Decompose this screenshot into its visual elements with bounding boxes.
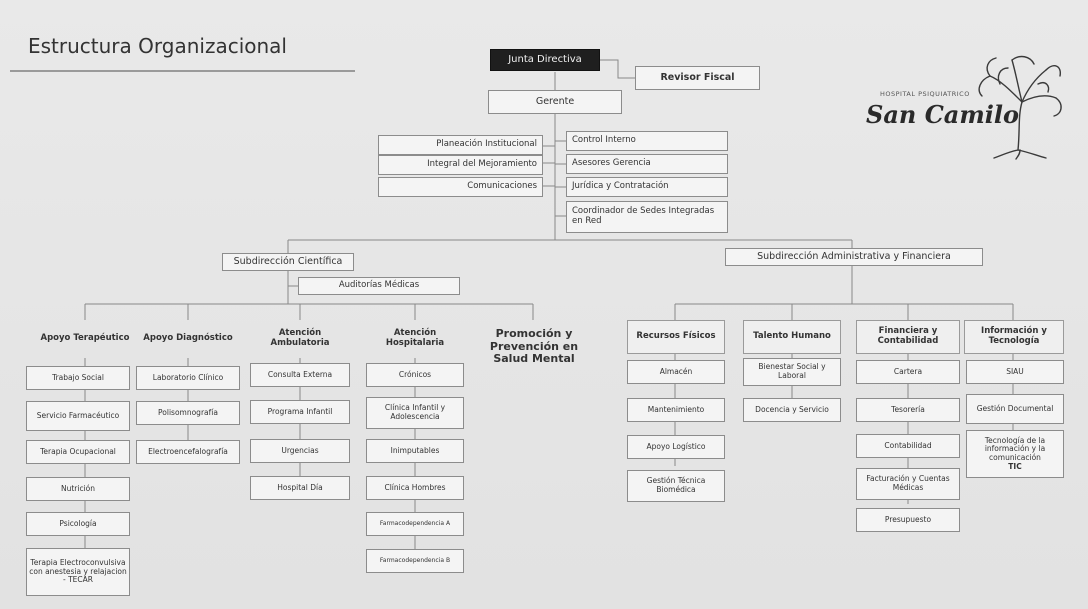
title-underline [10,70,355,72]
item-terapia-ocupacional: Terapia Ocupacional [26,440,130,464]
item-laboratorio-clinico: Laboratorio Clínico [136,366,240,390]
item-nutricion: Nutrición [26,477,130,501]
staff-planeacion-box: Planeación Institucional [378,135,543,155]
item-polisomnografia: Polisomnografía [136,401,240,425]
item-trabajo-social: Trabajo Social [26,366,130,390]
item-bienestar-social: Bienestar Social y Laboral [743,358,841,386]
item-consulta-externa: Consulta Externa [250,363,350,387]
gerente-box: Gerente [488,90,622,114]
informacion-tecnologia-header: Información y Tecnología [964,320,1064,354]
atencion-hospitalaria-header: Atención Hospitalaria [385,328,445,348]
financiera-contabilidad-header: Financiera y Contabilidad [856,320,960,354]
item-clinica-hombres: Clínica Hombres [366,476,464,500]
item-tic: Tecnología de la información y la comuni… [966,430,1064,478]
revisor-fiscal-box: Revisor Fiscal [635,66,760,90]
apoyo-terapeutico-header: Apoyo Terapéutico [40,333,130,344]
item-cartera: Cartera [856,360,960,384]
item-gestion-documental: Gestión Documental [966,394,1064,424]
item-facturacion: Facturación y Cuentas Médicas [856,468,960,500]
item-mantenimiento: Mantenimiento [627,398,725,422]
staff-coordinador-box: Coordinador de Sedes Integradas en Red [566,201,728,233]
item-tesoreria: Tesorería [856,398,960,422]
tree-icon [978,55,1062,160]
item-programa-infantil: Programa Infantil [250,400,350,424]
junta-directiva-box: Junta Directiva [490,49,600,71]
page-title: Estructura Organizacional [28,34,287,58]
item-servicio-farmaceutico: Servicio Farmacéutico [26,401,130,431]
logo-subtitle: HOSPITAL PSIQUIATRICO [880,90,970,98]
staff-juridica-box: Jurídica y Contratación [566,177,728,197]
item-tecar: Terapia Electroconvulsiva con anestesia … [26,548,130,596]
staff-control-interno-box: Control Interno [566,131,728,151]
item-hospital-dia: Hospital Día [250,476,350,500]
item-apoyo-logistico: Apoyo Logístico [627,435,725,459]
item-tic-abbrev: TIC [1008,461,1022,471]
item-clinica-infantil: Clínica Infantil y Adolescencia [366,397,464,429]
item-almacen: Almacén [627,360,725,384]
item-psicologia: Psicología [26,512,130,536]
item-tic-text: Tecnología de la información y la comuni… [984,435,1046,462]
item-inimputables: Inimputables [366,439,464,463]
item-presupuesto: Presupuesto [856,508,960,532]
item-docencia-servicio: Docencia y Servicio [743,398,841,422]
item-contabilidad: Contabilidad [856,434,960,458]
auditorias-medicas-box: Auditorías Médicas [298,277,460,295]
item-urgencias: Urgencias [250,439,350,463]
staff-integral-box: Integral del Mejoramiento [378,155,543,175]
subdireccion-cientifica-box: Subdirección Científica [222,253,354,271]
promocion-prevencion-header: Promoción y Prevención en Salud Mental [489,327,579,366]
apoyo-diagnostico-header: Apoyo Diagnóstico [143,333,233,344]
item-cronicos: Crónicos [366,363,464,387]
item-siau: SIAU [966,360,1064,384]
recursos-fisicos-header: Recursos Físicos [627,320,725,354]
atencion-ambulatoria-header: Atención Ambulatoria [270,328,330,348]
logo-name: San Camilo [866,100,1019,129]
subdireccion-administrativa-box: Subdirección Administrativa y Financiera [725,248,983,266]
item-gestion-tecnica-biomedica: Gestión Técnica Biomédica [627,470,725,502]
staff-comunicaciones-box: Comunicaciones [378,177,543,197]
item-farmacodependencia-a: Farmacodependencia A [366,512,464,536]
staff-asesores-box: Asesores Gerencia [566,154,728,174]
talento-humano-header: Talento Humano [743,320,841,354]
item-farmacodependencia-b: Farmacodependencia B [366,549,464,573]
item-electroencefalografia: Electroencefalografía [136,440,240,464]
